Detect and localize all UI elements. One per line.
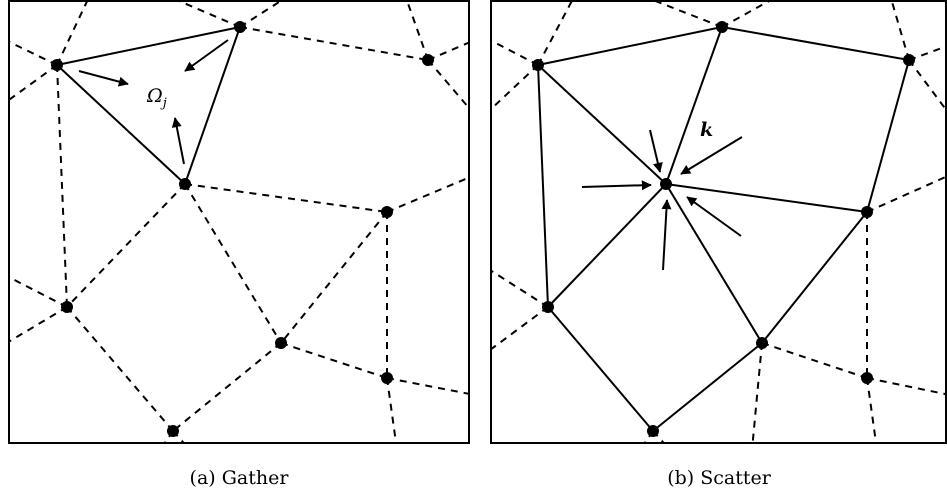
k-label: k [700,119,713,141]
omega-label: Ωj [146,85,167,111]
scatter-arrow [680,136,743,175]
mesh-node [275,337,287,349]
mesh-node [861,206,873,218]
mesh-node [542,301,554,313]
gather-arrows [78,39,229,165]
gather-caption: (a) Gather [190,467,290,489]
scatter-panel: k (b) Scatter [490,0,947,489]
scatter-arrow [686,196,742,237]
mesh-node [532,59,544,71]
scatter-arrow [581,180,652,191]
mesh-node [167,425,179,437]
mesh-node [381,206,393,218]
mesh-node [234,21,246,33]
mesh-node [51,59,63,71]
scatter-mesh [491,1,946,443]
scatter-dashed-edges [491,1,946,443]
mesh-node [422,54,434,66]
mesh-node [716,21,728,33]
scatter-arrow [649,129,663,173]
scatter-arrow [661,199,672,271]
gather-mesh [9,1,469,443]
mesh-node [61,301,73,313]
mesh-node [903,54,915,66]
scatter-spokes [537,26,868,344]
gather-triangle [56,26,241,185]
scatter-caption: (b) Scatter [667,467,772,489]
scatter-arrows [581,129,743,271]
mesh-node [861,372,873,384]
center-node-k [660,178,672,190]
scatter-frame [490,0,947,444]
gather-arrow [171,117,185,165]
mesh-node [179,178,191,190]
gather-dashed-edges [9,1,469,443]
gather-arrow [184,39,229,72]
gather-arrow [78,70,129,87]
mesh-node [756,337,768,349]
mesh-node [381,372,393,384]
scatter-nodes [532,21,915,437]
mesh-node [647,425,659,437]
gather-nodes [51,21,434,437]
gather-panel: Ωj (a) Gather [8,0,470,489]
scatter-outer-polygon [537,26,910,432]
gather-frame [8,0,470,444]
